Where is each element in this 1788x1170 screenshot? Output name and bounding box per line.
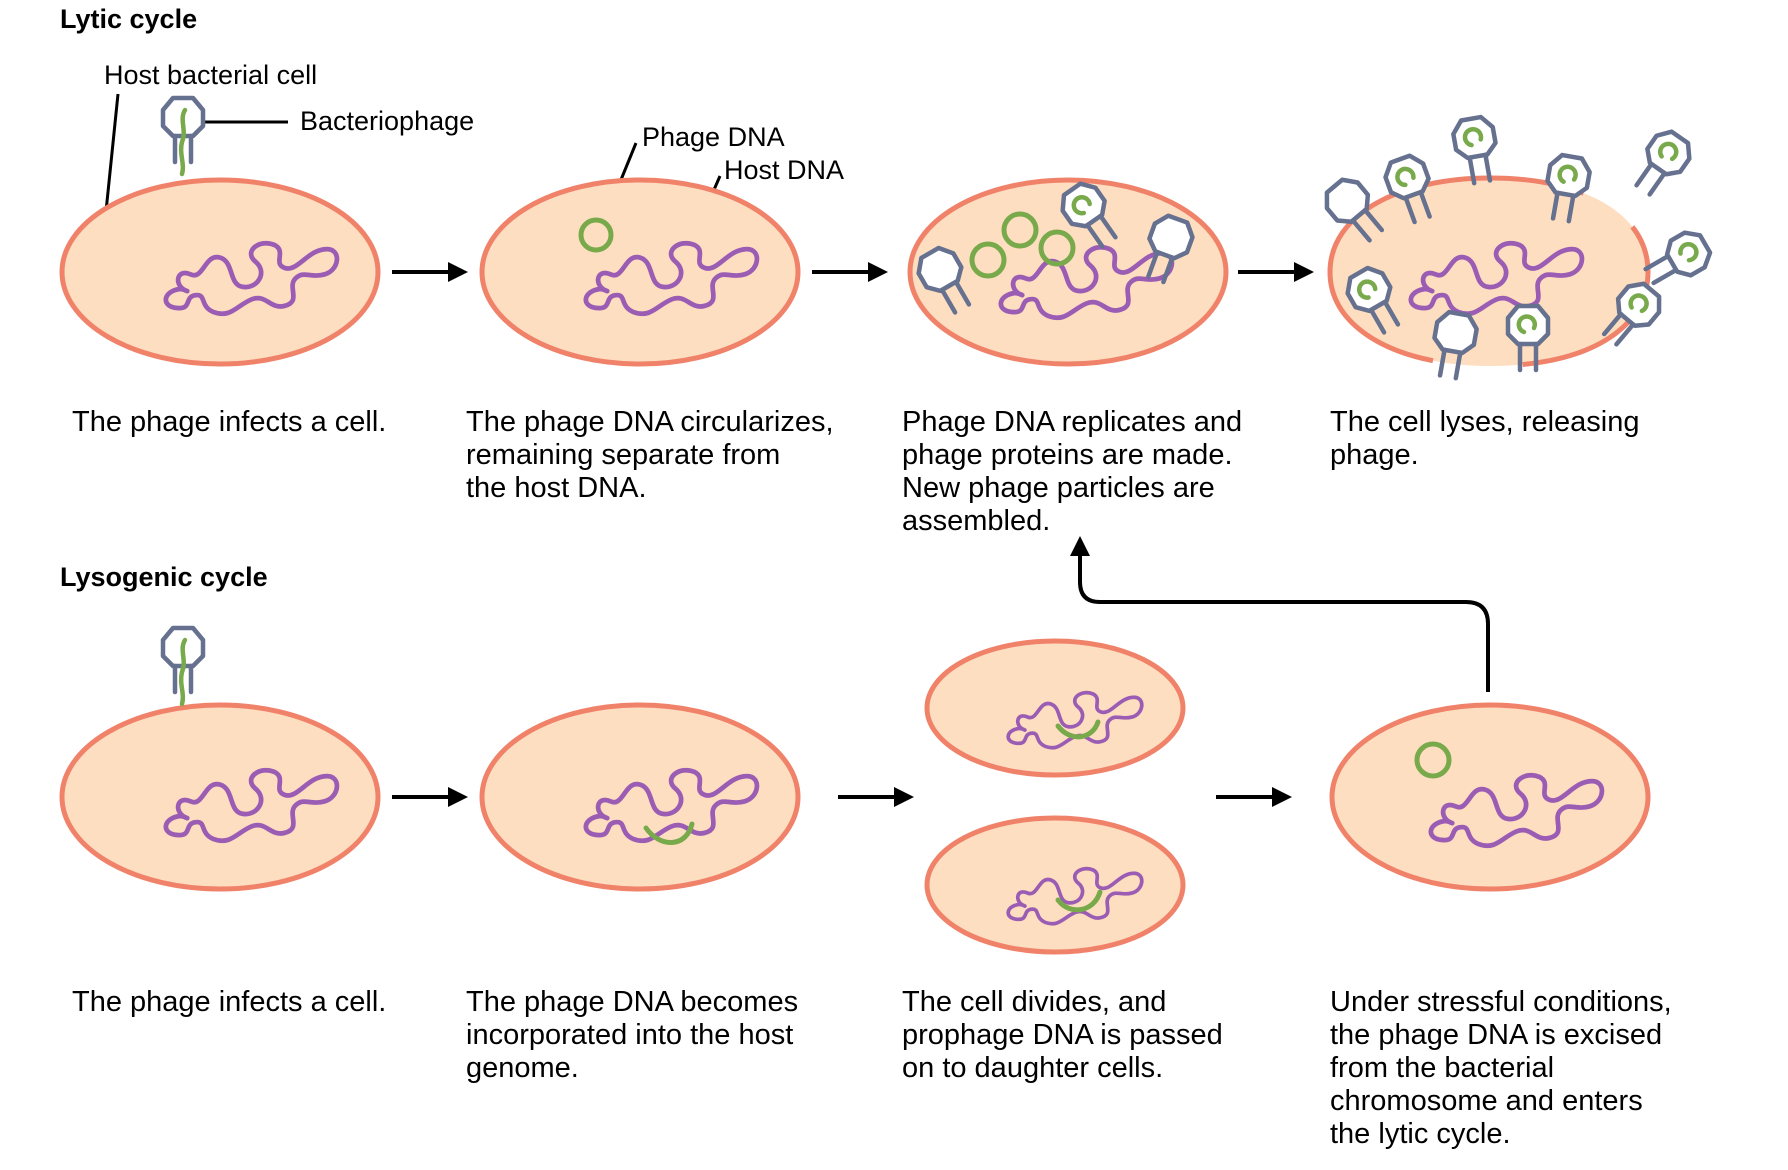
lysogenic-step-3-caption: The cell divides, and prophage DNA is pa… — [902, 986, 1223, 1085]
caption-line: the host DNA. — [466, 472, 647, 504]
released-phage — [1508, 306, 1548, 370]
caption-line: genome. — [466, 1052, 579, 1084]
excised-phage-dna-ring — [1414, 741, 1452, 779]
caption-line: The phage DNA becomes — [466, 986, 799, 1018]
released-phage — [1541, 153, 1592, 223]
caption-line: phage proteins are made. — [902, 439, 1233, 471]
host-bacterial-cell — [479, 177, 801, 367]
caption-line: The phage infects a cell. — [72, 406, 387, 438]
caption-line: prophage DNA is passed — [902, 1019, 1223, 1051]
released-phage — [1595, 277, 1667, 352]
host-bacterial-cell — [907, 177, 1229, 367]
phage-dna-ring — [578, 217, 614, 253]
bacteriophage-label: Bacteriophage — [300, 106, 474, 136]
lytic-step-4-caption: The cell lyses, releasing phage. — [1330, 406, 1639, 472]
host-bacterial-cell — [59, 177, 381, 367]
phage-dna-coil — [1395, 166, 1416, 188]
caption-line: New phage particles are — [902, 472, 1215, 504]
phage-dna-coil — [1678, 241, 1699, 263]
host-bacterial-cell — [479, 702, 801, 892]
bacteriophage — [163, 98, 203, 177]
lysogenic-step-2-caption: The phage DNA becomes incorporated into … — [466, 986, 798, 1085]
lytic-step-1-caption: The phage infects a cell. — [72, 406, 386, 439]
released-phage — [1627, 126, 1696, 201]
lysogenic-cycle-heading: Lysogenic cycle — [60, 562, 268, 592]
prophage-dna — [1055, 889, 1103, 913]
host-bacterial-cell — [59, 702, 381, 892]
phage-dna-coil — [1516, 314, 1538, 335]
phage-capsid-shape — [1627, 126, 1696, 201]
host-bacterial-cell — [1329, 702, 1651, 892]
caption-line: chromosome and enters — [1330, 1085, 1643, 1117]
prophage-dna — [1055, 719, 1101, 740]
caption-line: The cell divides, and — [902, 986, 1167, 1018]
phage-dna-coil — [1628, 293, 1649, 314]
host-dna-label: Host DNA — [724, 155, 844, 185]
caption-line: from the bacterial — [1330, 1052, 1555, 1084]
lytic-cycle-heading: Lytic cycle — [60, 4, 197, 34]
released-phage — [1342, 263, 1409, 338]
caption-line: Under stressful conditions, — [1330, 986, 1672, 1018]
caption-line: Phage DNA replicates and — [902, 406, 1243, 438]
bacteriophage — [163, 628, 203, 707]
phage-capsid-shape — [1451, 115, 1502, 185]
return-to-lytic-arrow — [1070, 536, 1490, 692]
released-phage — [1381, 152, 1440, 226]
phage-dna-coil — [1071, 195, 1092, 216]
injected-phage-dna — [178, 637, 188, 707]
caption-line: incorporated into the host — [466, 1019, 794, 1051]
caption-line: The phage DNA circularizes, — [466, 406, 834, 438]
phage-capsid-shape — [1640, 227, 1715, 294]
caption-line: the lytic cycle. — [1330, 1118, 1511, 1150]
caption-line: on to daughter cells. — [902, 1052, 1164, 1084]
released-phage — [1451, 115, 1502, 185]
phage-dna-coil — [1356, 279, 1378, 300]
released-phage — [1640, 227, 1715, 294]
lysogenic-step-1-caption: The phage infects a cell. — [72, 986, 386, 1019]
phage-dna-coil — [1462, 127, 1484, 148]
caption-line: assembled. — [902, 505, 1051, 537]
phage-dna-coil — [1557, 164, 1578, 184]
new-phage-particle — [1056, 178, 1125, 253]
phage-dna-ring — [1001, 211, 1039, 249]
phage-dna-label: Phage DNA — [642, 122, 785, 152]
caption-line: phage. — [1330, 439, 1419, 471]
caption-line: The phage infects a cell. — [72, 986, 387, 1018]
phage-dna-coil — [1657, 141, 1679, 162]
caption-line: the phage DNA is excised — [1330, 1019, 1663, 1051]
phage-dna-ring — [969, 241, 1007, 279]
host-bacterial-cell-label: Host bacterial cell — [104, 60, 317, 90]
lytic-step-2-caption: The phage DNA circularizes, remaining se… — [466, 406, 834, 505]
caption-line: The cell lyses, releasing — [1330, 406, 1640, 438]
caption-line: remaining separate from — [466, 439, 781, 471]
lytic-step-3-caption: Phage DNA replicates and phage proteins … — [902, 406, 1242, 538]
phage-dna-ring — [1038, 229, 1076, 267]
integrated-prophage-dna — [643, 821, 695, 845]
injected-phage-dna — [178, 107, 188, 177]
lysogenic-step-4-caption: Under stressful conditions, the phage DN… — [1330, 986, 1672, 1151]
